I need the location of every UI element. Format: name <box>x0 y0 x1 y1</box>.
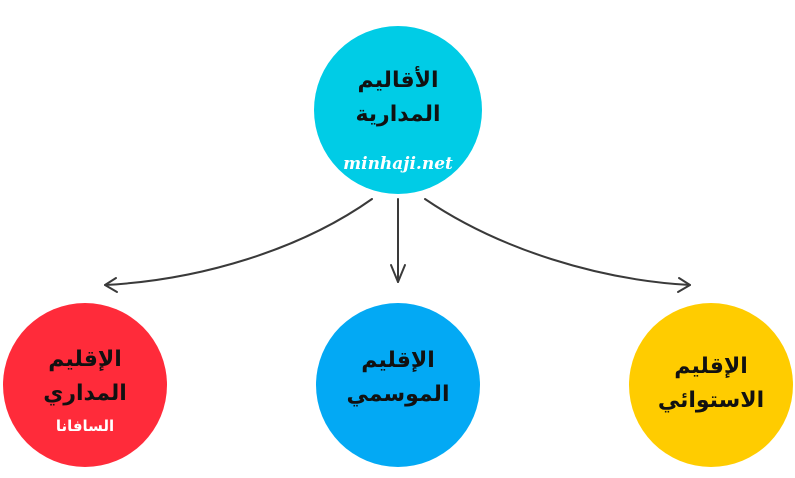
node-line2: الموسمي <box>346 382 450 407</box>
node-line2: الاستوائي <box>657 388 765 413</box>
node-equatorial: الإقليم الاستوائي <box>629 303 793 467</box>
node-monsoon: الإقليم الموسمي <box>316 303 480 467</box>
node-tropical-savanna: الإقليم المداري السافانا <box>3 303 167 467</box>
arrow-to-equatorial <box>424 198 691 286</box>
node-line1: الإقليم <box>361 347 435 373</box>
watermark: minhaji.net <box>343 154 453 175</box>
root-node-tropical-regions: الأقاليم المدارية minhaji.net <box>314 26 482 194</box>
node-line1: الإقليم <box>674 353 748 379</box>
node-line2: المداري <box>43 381 127 406</box>
node-sub: السافانا <box>55 417 115 436</box>
root-title: الأقاليم المدارية <box>355 67 441 127</box>
node-line1: الإقليم <box>48 346 122 372</box>
arrow-to-savanna <box>104 198 373 286</box>
